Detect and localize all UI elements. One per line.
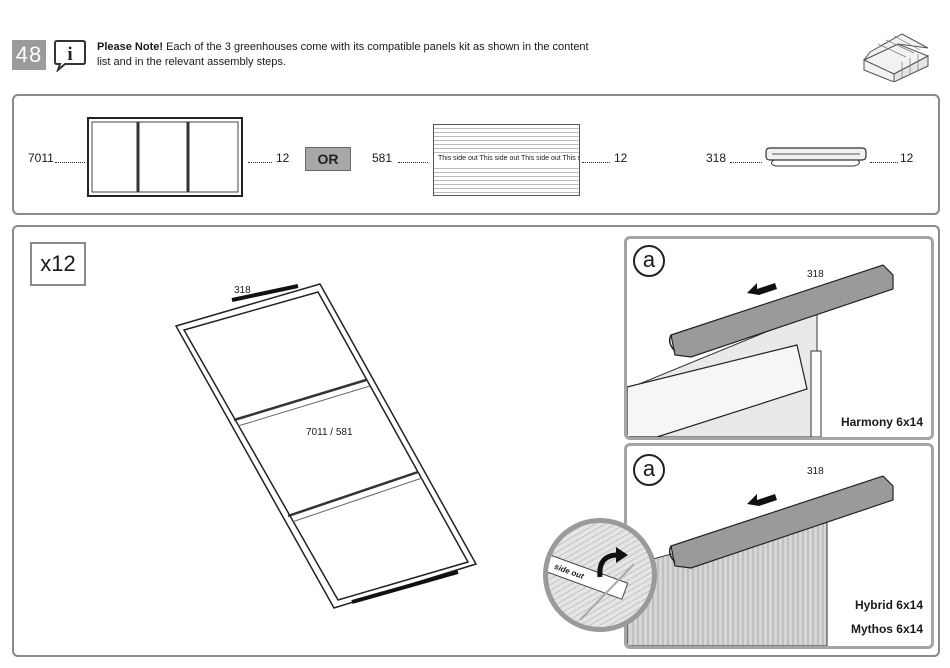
leader-dots: [55, 162, 85, 163]
panel-assembly-drawing: [172, 280, 482, 610]
polycarbonate-sheet: This side out This side out This side ou…: [433, 124, 580, 196]
profile-drawing: [764, 142, 868, 168]
detail-part-label: 318: [807, 466, 824, 477]
note-text: Please Note! Each of the 3 greenhouses c…: [97, 40, 597, 70]
detail-letter: a: [643, 456, 655, 481]
note-bold: Please Note!: [97, 41, 163, 53]
panel-frame-drawing: [86, 116, 246, 198]
sheet-print-band: This side out This side out This side ou…: [434, 153, 579, 165]
model-harmony: Harmony 6x14: [841, 415, 923, 429]
polycarbonate-code: 581: [372, 151, 392, 165]
or-badge: OR: [305, 147, 351, 171]
detail-hybrid-mythos: a 318 Hybrid 6x14 Mythos 6x14: [624, 443, 934, 649]
leader-dots: [870, 162, 898, 163]
magnifier-leader-line: [560, 560, 640, 640]
leader-dots: [730, 162, 762, 163]
panel-callout: 7011 / 581: [306, 427, 353, 438]
detail-part-label: 318: [807, 269, 824, 280]
step-number: 48: [12, 40, 46, 70]
profile-code: 318: [706, 151, 726, 165]
frame-code: 7011: [28, 151, 54, 165]
profile-qty: 12: [900, 151, 913, 165]
detail-harmony: a 318 Harmony 6x14: [624, 236, 934, 440]
multiplier-badge: x12: [30, 242, 86, 286]
note-body: Each of the 3 greenhouses come with its …: [97, 41, 589, 68]
info-icon: i: [53, 38, 87, 72]
detail-letter-circle: a: [633, 454, 665, 486]
detail-letter: a: [643, 247, 655, 272]
detail-letter-circle: a: [633, 245, 665, 277]
leader-dots: [582, 162, 610, 163]
profile-detail-drawing: [627, 446, 931, 646]
svg-text:i: i: [67, 44, 72, 65]
polycarbonate-qty: 12: [614, 151, 627, 165]
leader-dots: [398, 162, 428, 163]
profile-detail-drawing: [627, 239, 931, 437]
model-hybrid: Hybrid 6x14: [855, 598, 923, 612]
leader-dots: [248, 162, 272, 163]
model-mythos: Mythos 6x14: [851, 622, 923, 636]
frame-qty: 12: [276, 151, 289, 165]
greenhouse-icon: [858, 22, 938, 82]
